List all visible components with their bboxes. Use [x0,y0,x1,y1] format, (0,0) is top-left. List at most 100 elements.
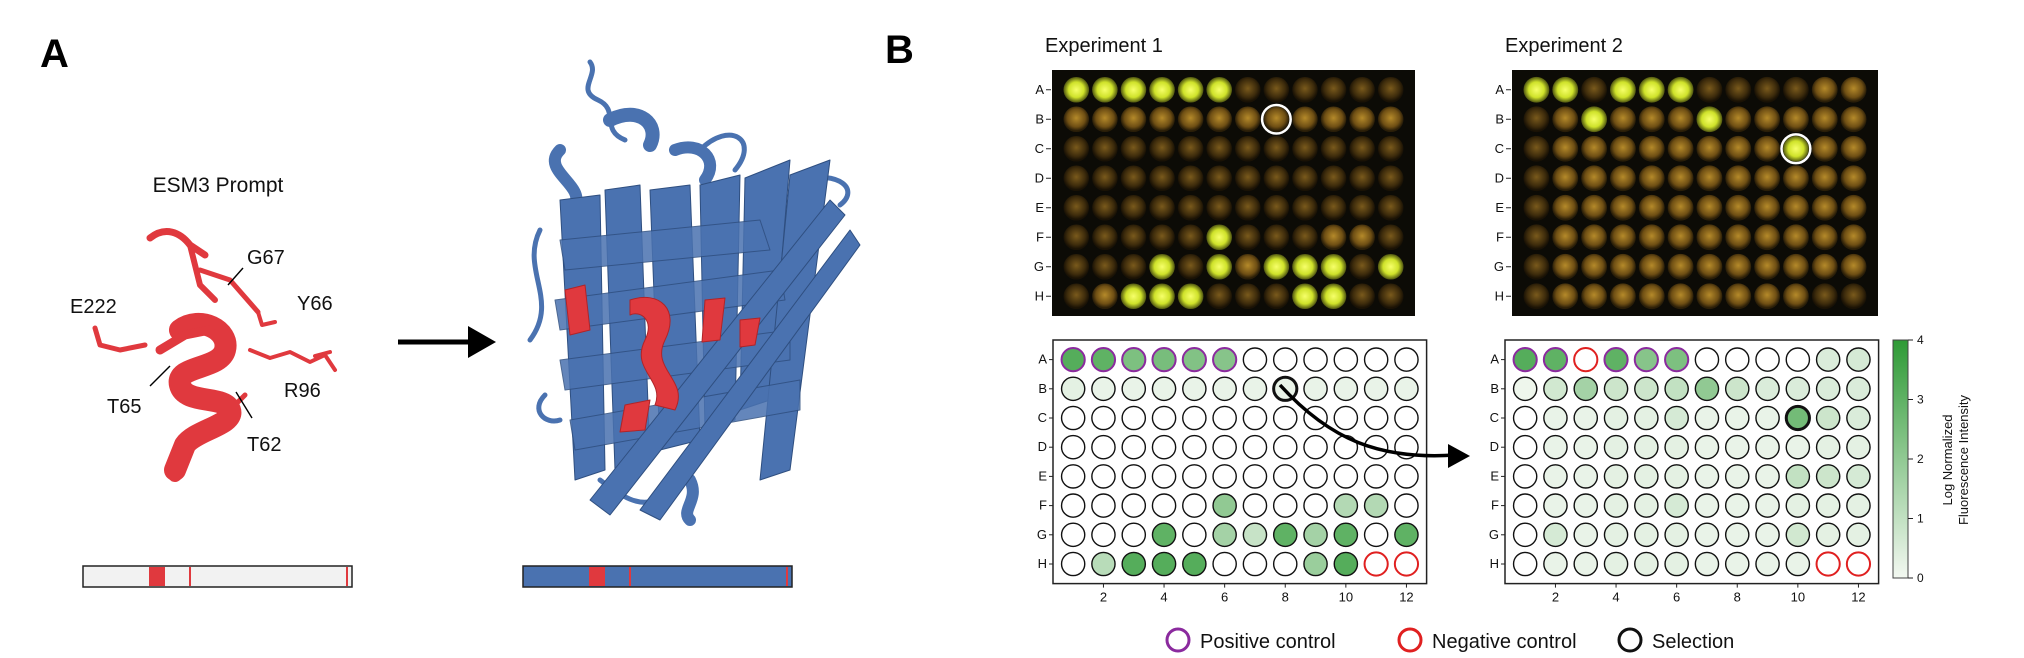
well-D7 [1694,434,1720,460]
photo-well-B2 [1552,106,1579,133]
well-F3 [1573,493,1599,518]
well-F1 [1060,493,1086,518]
row-label: F [1496,229,1504,244]
row-label: H [1035,288,1044,303]
well-G1 [1060,522,1086,548]
well-F12 [1846,493,1871,518]
well-G6 [1212,522,1237,548]
photo-well-B2 [1092,106,1118,133]
well-C4 [1151,405,1177,431]
photo-well-F7 [1235,224,1261,251]
well-E2 [1543,464,1568,489]
well-G8 [1724,522,1750,548]
well-A9 [1755,347,1780,372]
well-H6 [1664,551,1689,577]
photo-well-H5 [1638,283,1665,310]
well-F8 [1272,493,1298,518]
photo-well-D8 [1263,165,1290,192]
experiment1-title: Experiment 1 [1045,35,1163,57]
row-label: E [1490,468,1499,483]
photo-well-C2 [1552,135,1579,162]
photo-well-F8 [1263,224,1290,251]
photo-well-B1 [1063,106,1090,133]
photo-well-A9 [1754,76,1781,103]
well-G2 [1543,522,1568,548]
well-E1 [1512,464,1538,489]
photo-well-B8 [1725,106,1752,133]
well-B4 [1603,376,1629,402]
well-B9 [1755,376,1780,402]
row-label: A [1035,82,1044,97]
well-E11 [1815,464,1841,489]
well-A8 [1724,347,1750,372]
photo-well-C1 [1063,135,1090,162]
well-C3 [1121,405,1147,431]
photo-well-H1 [1063,283,1090,310]
photo-well-C2 [1092,135,1118,162]
photo-well-H7 [1235,283,1261,310]
photo-well-A12 [1377,76,1404,103]
photo-well-E4 [1610,194,1636,221]
positive-control-label: Positive control [1200,631,1336,653]
well-E9 [1755,464,1780,489]
well-H10 [1333,551,1359,577]
residue-r96-label: R96 [284,380,321,402]
row-label: D [1035,170,1044,185]
well-A11 [1815,347,1841,372]
well-D3 [1121,434,1147,460]
well-H8 [1272,551,1298,577]
well-C7 [1694,405,1720,431]
photo-well-H7 [1696,283,1723,310]
well-H9 [1303,551,1328,577]
row-label: E [1038,468,1047,483]
photo-well-C7 [1235,135,1261,162]
well-B2 [1091,376,1116,402]
well-E9 [1303,464,1328,489]
photo-well-B4 [1610,106,1636,133]
colorbar-tick-label: 4 [1917,333,1924,347]
photo-well-F8 [1725,224,1752,251]
well-G5 [1634,522,1659,548]
photo-well-G4 [1610,253,1636,280]
photo-selection-ring [1780,133,1812,165]
row-label: D [1038,439,1047,454]
photo-well-B7 [1696,106,1723,133]
photo-well-E3 [1581,194,1608,221]
photo-well-H11 [1349,283,1375,310]
photo-well-B8 [1263,106,1290,133]
well-G12 [1846,522,1871,548]
row-label: B [1038,381,1047,396]
well-H3 [1573,551,1599,577]
photo-well-F11 [1811,224,1838,251]
well-B12 [1846,376,1871,402]
negative-control-label: Negative control [1432,631,1577,653]
well-F7 [1242,493,1268,518]
photo-well-A8 [1263,76,1290,103]
col-tick-label: 6 [1221,590,1228,605]
row-label: F [1036,229,1044,244]
photo-well-A5 [1638,76,1665,103]
photo-well-D8 [1725,165,1752,192]
photo-well-D11 [1349,165,1375,192]
well-A11 [1363,347,1389,372]
well-H3 [1121,551,1147,577]
well-E7 [1242,464,1268,489]
well-F2 [1543,493,1568,518]
well-A6 [1664,347,1690,373]
photo-well-G8 [1725,253,1752,280]
well-F1 [1512,493,1538,518]
well-A10 [1785,347,1811,372]
row-label: F [1039,498,1047,513]
well-A1 [1060,347,1086,373]
legend: Positive control Negative control Select… [1165,627,1734,653]
photo-well-F10 [1320,224,1347,251]
col-tick-label: 12 [1399,590,1413,605]
photo-well-E11 [1349,194,1375,221]
residue-y66-label: Y66 [297,293,333,315]
well-E7 [1694,464,1720,489]
photo-well-E7 [1696,194,1723,221]
photo-well-E10 [1320,194,1347,221]
photo-well-F12 [1377,224,1404,251]
